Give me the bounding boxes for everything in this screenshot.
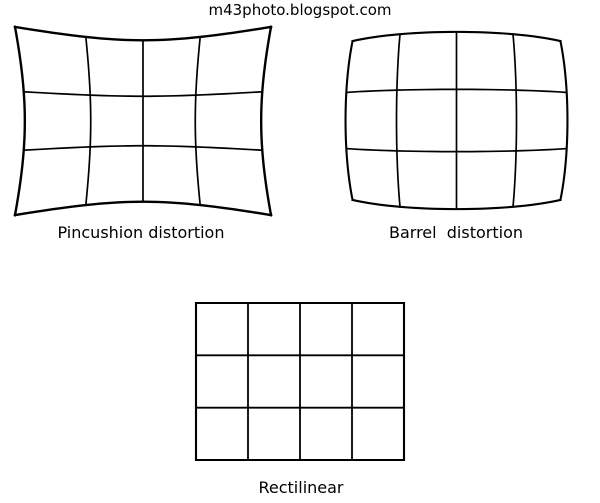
rectilinear-label: Rectilinear	[258, 478, 344, 497]
grid-line	[259, 25, 273, 217]
grid-line	[351, 198, 562, 211]
grid-line	[13, 25, 273, 42]
barrel-grid	[344, 30, 569, 211]
pincushion-label: Pincushion distortion	[57, 223, 225, 242]
grid-line	[351, 30, 562, 43]
grid-line	[512, 33, 518, 208]
pincushion-grid	[13, 25, 273, 217]
grid-line	[22, 90, 264, 98]
grid-line	[22, 144, 264, 152]
grid-line	[559, 39, 569, 202]
grid-line	[344, 39, 354, 202]
grid-line	[13, 25, 27, 217]
grid-line	[84, 36, 92, 206]
grid-line	[345, 88, 568, 94]
grid-line	[13, 200, 273, 217]
rectilinear-grid	[194, 301, 406, 462]
site-title: m43photo.blogspot.com	[208, 1, 392, 19]
barrel-label: Barrel distortion	[389, 223, 523, 242]
grid-line	[395, 33, 401, 208]
grid-line	[345, 147, 568, 153]
grid-line	[194, 36, 202, 206]
